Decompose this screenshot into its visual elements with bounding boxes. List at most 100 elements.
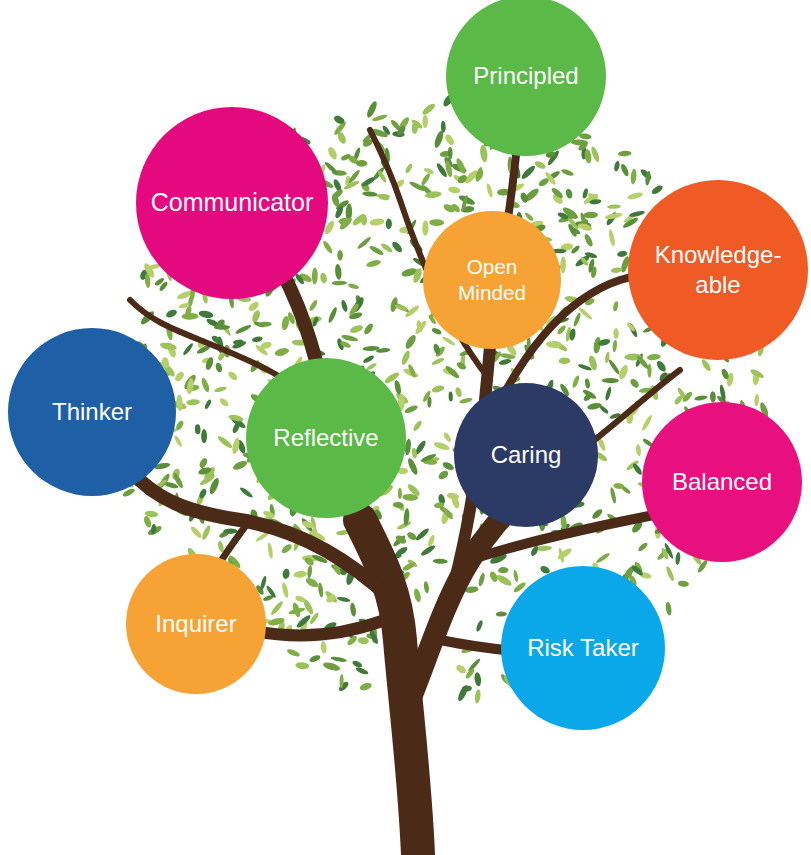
- leaf: [604, 212, 622, 221]
- leaf: [398, 488, 402, 499]
- leaf: [265, 585, 277, 599]
- leaf: [618, 150, 632, 157]
- leaf: [584, 149, 593, 164]
- leaf: [189, 525, 203, 539]
- leaf: [165, 308, 178, 319]
- leaf: [351, 659, 363, 669]
- leaf: [455, 663, 468, 675]
- leaf: [337, 596, 351, 603]
- leaf: [611, 267, 623, 274]
- leaf: [337, 680, 350, 692]
- trait-label: Caring: [491, 440, 562, 470]
- leaf: [200, 377, 211, 393]
- leaf: [550, 186, 564, 200]
- leaf: [402, 561, 417, 572]
- leaf: [421, 102, 437, 117]
- leaf: [392, 534, 407, 548]
- leaf: [295, 662, 310, 670]
- leaf: [393, 502, 404, 509]
- leaf: [396, 125, 407, 137]
- leaf: [362, 191, 378, 198]
- leaf: [159, 341, 177, 351]
- leaf: [362, 346, 379, 352]
- trait-label: Inquirer: [155, 609, 236, 639]
- leaf: [184, 306, 192, 317]
- leaf: [441, 506, 454, 520]
- trait-label: Balanced: [672, 467, 772, 497]
- leaf: [431, 327, 442, 336]
- leaf: [394, 545, 408, 557]
- leaf: [251, 309, 262, 323]
- leaf: [637, 541, 649, 552]
- leaf: [448, 391, 453, 401]
- trait-label: Knowledge- able: [653, 240, 783, 300]
- leaf: [404, 333, 418, 350]
- leaf: [448, 147, 453, 160]
- leaf: [227, 370, 239, 382]
- leaf: [404, 163, 413, 175]
- leaf: [201, 524, 212, 541]
- leaf: [274, 347, 290, 358]
- leaf: [309, 611, 320, 625]
- leaf: [151, 524, 157, 535]
- leaf: [460, 194, 469, 212]
- leaf: [231, 340, 247, 350]
- leaf: [675, 552, 681, 565]
- leaf: [570, 245, 580, 255]
- leaf: [694, 395, 708, 401]
- leaf: [431, 384, 445, 393]
- leaf: [295, 595, 307, 604]
- leaf: [308, 299, 319, 312]
- leaf: [513, 570, 519, 583]
- leaf: [607, 204, 621, 209]
- leaf: [322, 240, 334, 255]
- leaf: [311, 316, 319, 327]
- leaf: [144, 273, 150, 288]
- leaf: [323, 161, 339, 176]
- leaf: [198, 488, 207, 500]
- leaf: [607, 358, 621, 375]
- leaf: [280, 543, 293, 555]
- leaf: [247, 300, 260, 313]
- leaf: [327, 306, 338, 324]
- leaf: [215, 362, 224, 373]
- leaf: [307, 565, 313, 578]
- leaf: [270, 600, 285, 616]
- leaf: [309, 654, 322, 664]
- leaf: [317, 582, 324, 597]
- trait-circle: Balanced: [642, 402, 802, 562]
- leaf: [348, 283, 360, 290]
- leaf: [414, 527, 430, 542]
- leaf: [410, 118, 423, 130]
- leaf: [349, 324, 364, 335]
- leaf: [338, 217, 349, 225]
- leaf: [423, 581, 430, 594]
- leaf: [462, 685, 473, 692]
- leaf: [749, 368, 765, 380]
- leaf: [412, 267, 424, 284]
- leaf: [239, 486, 254, 499]
- leaf: [214, 386, 227, 393]
- leaf: [617, 364, 629, 381]
- leaf: [407, 363, 417, 378]
- leaf: [433, 558, 448, 564]
- leaf: [351, 213, 366, 228]
- leaf: [495, 573, 513, 588]
- leaf: [602, 378, 619, 383]
- leaf: [432, 343, 441, 355]
- leaf: [583, 233, 594, 248]
- trait-label: Reflective: [273, 423, 378, 453]
- leaf: [448, 186, 461, 194]
- leaf: [423, 167, 434, 175]
- leaf: [681, 390, 694, 403]
- leaf: [339, 340, 351, 349]
- leaf: [176, 394, 183, 411]
- leaf: [641, 414, 654, 432]
- leaf: [441, 121, 446, 133]
- leaf: [556, 324, 567, 336]
- leaf: [479, 144, 488, 162]
- leaf: [660, 547, 669, 560]
- leaf: [534, 160, 547, 171]
- trait-circle: Communicator: [136, 107, 328, 299]
- leaf: [366, 259, 382, 268]
